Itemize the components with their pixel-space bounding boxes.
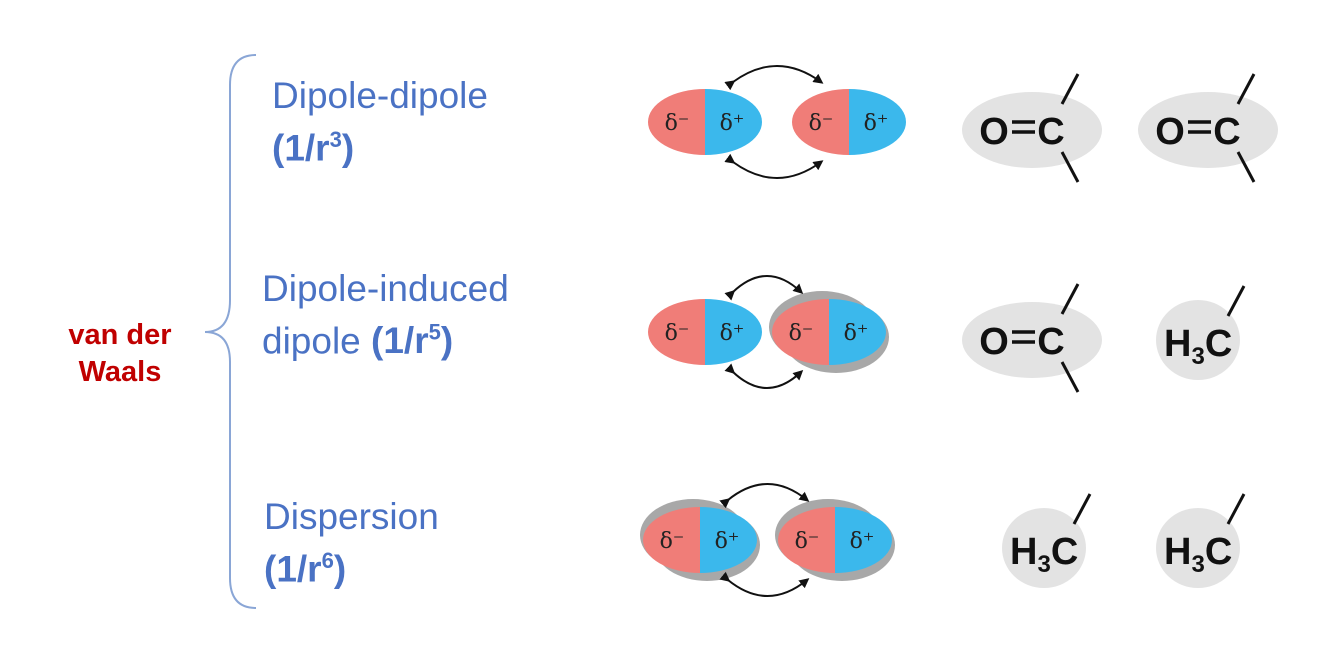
positive-half (849, 89, 906, 155)
bond-line-down (1236, 151, 1256, 183)
bond-line-up (1060, 73, 1080, 105)
delta-minus-label: δ⁻ (665, 321, 690, 346)
methyl-label: H3C (1164, 531, 1232, 578)
oxygen-label: O (979, 111, 1009, 153)
negative-half (648, 299, 705, 365)
positive-half (705, 89, 762, 155)
group-background (1156, 508, 1240, 588)
negative-half (778, 507, 835, 573)
positive-half (835, 507, 892, 573)
dipole-molecule: δ⁻ δ⁺ (792, 89, 906, 155)
hydrogen-subscript: 3 (1037, 551, 1050, 578)
bond-line-up (1236, 73, 1256, 105)
oxygen-label: O (979, 321, 1009, 363)
van-der-waals-label: van der Waals (40, 317, 200, 391)
methyl-group: H3C (1002, 493, 1092, 588)
row-label-dipole-dipole: Dipole-dipole (1/r3) (272, 74, 488, 170)
bond-line-down (1060, 151, 1080, 183)
carbon-label: C (1037, 111, 1064, 153)
methyl-label: H3C (1010, 531, 1078, 578)
row-label-dipole-induced-dipole: Dipole-induced dipole (1/r5) (262, 267, 509, 363)
row-power-line: dipole (1/r5) (262, 320, 454, 362)
row-name: Dipole-dipole (272, 75, 488, 116)
negative-half (792, 89, 849, 155)
group-background (962, 302, 1102, 378)
group-background (962, 92, 1102, 168)
bond-line-up (1060, 283, 1080, 315)
interaction-arrow-top (724, 275, 804, 301)
hydrogen-subscript: 3 (1191, 343, 1204, 370)
row-name: Dipole-induced (262, 268, 509, 309)
van-der-waals-line1: van der (68, 319, 172, 351)
arrows-layer (719, 65, 824, 597)
delta-plus-label: δ⁺ (844, 321, 869, 346)
delta-plus-label: δ⁺ (720, 111, 745, 136)
group-background (1002, 508, 1086, 588)
delta-minus-label: δ⁻ (809, 111, 834, 136)
delta-minus-label: δ⁻ (665, 111, 690, 136)
row-power: (1/r6) (264, 548, 347, 590)
dipole-molecule: δ⁻ δ⁺ (640, 499, 760, 581)
positive-half (829, 299, 886, 365)
molecules-layer: δ⁻ δ⁺ δ⁻ δ⁺ δ⁻ δ⁺ δ⁻ δ⁺ δ⁻ δ⁺ δ⁻ δ⁺ (640, 89, 906, 581)
delta-minus-label: δ⁻ (795, 529, 820, 554)
hydrogen-label: H (1164, 323, 1191, 365)
bond-line-up (1226, 285, 1246, 317)
interaction-arrow-bottom (724, 153, 824, 179)
delta-plus-label: δ⁺ (715, 529, 740, 554)
negative-half (643, 507, 700, 573)
oxygen-label: O (1155, 111, 1185, 153)
delta-plus-label: δ⁺ (720, 321, 745, 346)
carbon-label: C (1037, 321, 1064, 363)
delta-plus-label: δ⁺ (864, 111, 889, 136)
curly-bracket (204, 54, 257, 609)
interaction-arrow-top (724, 65, 824, 91)
methyl-label: H3C (1164, 323, 1232, 370)
dipole-molecule: δ⁻ δ⁺ (769, 291, 889, 373)
carbon-label: C (1205, 531, 1232, 573)
hydrogen-label: H (1010, 531, 1037, 573)
carbon-label: C (1213, 111, 1240, 153)
interaction-arrow-bottom (719, 571, 810, 597)
methyl-group: H3C (1156, 285, 1246, 380)
row-label-dispersion: Dispersion (1/r6) (264, 495, 439, 591)
van-der-waals-line2: Waals (78, 356, 162, 388)
hydrogen-label: H (1164, 531, 1191, 573)
interaction-arrow-top (719, 483, 810, 509)
bond-line-down (1060, 361, 1080, 393)
delta-minus-label: δ⁻ (789, 321, 814, 346)
interaction-arrow-bottom (724, 363, 804, 389)
carbon-label: C (1051, 531, 1078, 573)
dipole-molecule: δ⁻ δ⁺ (648, 89, 762, 155)
delta-plus-label: δ⁺ (850, 529, 875, 554)
row-power: (1/r3) (272, 127, 355, 169)
positive-half (700, 507, 757, 573)
delta-minus-label: δ⁻ (660, 529, 685, 554)
bond-line-up (1072, 493, 1092, 525)
dipole-molecule: δ⁻ δ⁺ (648, 299, 762, 365)
row-name: Dispersion (264, 496, 439, 537)
dipole-molecule: δ⁻ δ⁺ (775, 499, 895, 581)
carbon-label: C (1205, 323, 1232, 365)
bond-line-up (1226, 493, 1246, 525)
hydrogen-subscript: 3 (1191, 551, 1204, 578)
methyl-group: H3C (1156, 493, 1246, 588)
negative-half (648, 89, 705, 155)
positive-half (705, 299, 762, 365)
negative-half (772, 299, 829, 365)
group-background (1156, 300, 1240, 380)
group-background (1138, 92, 1278, 168)
